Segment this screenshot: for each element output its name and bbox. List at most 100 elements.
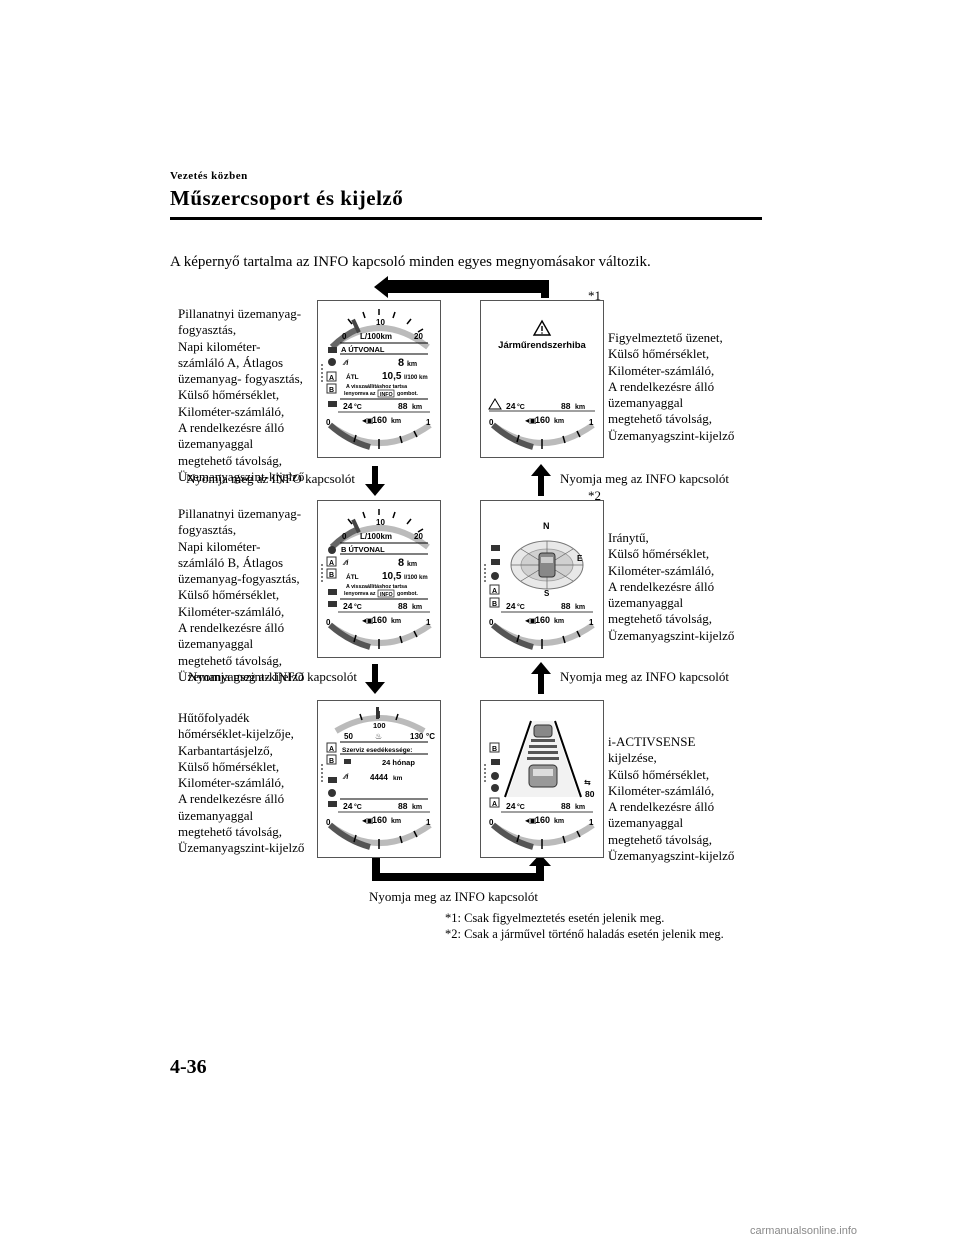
fuel-ticks [516, 630, 581, 649]
footnote-mark-1: *1 [588, 288, 601, 303]
badge-b: B [329, 572, 334, 579]
fuel-ticks [353, 430, 418, 449]
outside-temp: 24 [343, 801, 353, 811]
trip-unit: km [407, 361, 417, 368]
dots-indicator [484, 764, 486, 782]
fuel-gauge-empty: 0 [326, 418, 331, 427]
section-label: Vezetés közben [170, 170, 248, 182]
fuel-pump-icon: ◂▣ [362, 616, 374, 625]
avg-value: 10,5 [382, 371, 402, 382]
badge-b: B [329, 387, 334, 394]
distance-bars [527, 739, 559, 760]
outside-temp: 24 [343, 401, 353, 411]
badge-a: A [329, 375, 334, 382]
trip-icon: ⁄⁄i [342, 560, 349, 567]
press-label-up-2: Nyomja meg az INFO kapcsolót [560, 669, 729, 684]
arrow-top-loop [374, 276, 549, 298]
side-icons [326, 347, 337, 407]
watermark: carmanualsonline.info [750, 1225, 858, 1237]
fuel-gauge-empty: 0 [489, 418, 494, 427]
car-icon [538, 552, 556, 578]
compass-north: N [543, 521, 550, 531]
calendar-icon [344, 759, 351, 764]
fuel-ticks [353, 830, 418, 849]
temp-unit: °C [354, 403, 362, 411]
fuel-gauge-full: 1 [589, 618, 594, 627]
reset-hint-1: A visszaállításhoz tartsa [346, 584, 407, 590]
range-unit: km [391, 818, 401, 825]
compass-dial [510, 540, 584, 590]
range-unit: km [554, 618, 564, 625]
avg-unit: l/100 km [404, 375, 428, 381]
trip-title: B ÚTVONAL [341, 545, 385, 554]
badge-b: B [492, 746, 497, 753]
temp-unit: °C [354, 603, 362, 611]
fuel-ticks [353, 630, 418, 649]
badge-a: A [492, 588, 497, 595]
scale-unit: L/100km [360, 532, 392, 541]
badge-b: B [492, 601, 497, 608]
range-unit: km [391, 618, 401, 625]
fuel-gauge-full: 1 [426, 818, 431, 827]
scale-unit: L/100km [360, 332, 392, 341]
description-fuel-a: Pillanatnyi üzemanyag- fogyasztás, Napi … [178, 306, 305, 484]
odometer-unit: km [412, 604, 422, 611]
dots-indicator [484, 564, 486, 582]
fuel-gauge-full: 1 [426, 418, 431, 427]
page-title: Műszercsoport és kijelző [170, 186, 404, 210]
odometer: 88 [561, 601, 571, 611]
fuel-gauge-full: 1 [426, 618, 431, 627]
outside-temp: 24 [506, 401, 516, 411]
description-coolant: Hűtőfolyadék hőmérséklet-kijelzője, Karb… [178, 710, 305, 856]
screen-warning: Járműrendszerhiba 24 °C 88 km 0 1 ◂▣ 160… [480, 300, 604, 458]
coolant-icon: ♨ [375, 732, 382, 741]
service-km-unit: km [393, 775, 403, 782]
trip-value: 8 [398, 557, 404, 569]
scale-max: 20 [414, 532, 423, 541]
press-label-down-2: Nyomja meg az INFO kapcsolót [188, 669, 357, 684]
arrow-up-1 [531, 464, 551, 496]
odometer-unit: km [412, 404, 422, 411]
dots-indicator [321, 364, 323, 382]
distance-icon: ⁄⁄i [342, 774, 349, 781]
outside-temp: 24 [506, 601, 516, 611]
side-icons [489, 742, 500, 808]
fuel-gauge-full: 1 [589, 418, 594, 427]
range-value: 160 [372, 415, 387, 425]
reset-hint-2b: gombot. [397, 391, 418, 397]
fuel-gauge-empty: 0 [326, 618, 331, 627]
odometer: 88 [398, 601, 408, 611]
temp-unit: °C [517, 803, 525, 811]
trip-icon: ⁄⁄i [342, 360, 349, 367]
warning-message: Járműrendszerhiba [498, 340, 586, 351]
scale-min: 50 [344, 732, 353, 741]
arrow-bottom-loop [372, 854, 551, 881]
compass-east: E [577, 554, 583, 563]
odometer: 88 [561, 801, 571, 811]
fuel-pump-icon: ◂▣ [525, 816, 537, 825]
screen-activsense: B A ⇆ 80 24 °C 88 km 0 1 ◂▣ 160 km [480, 700, 604, 858]
avg-prefix: ÁTL [346, 372, 359, 381]
service-months: 24 hónap [382, 758, 415, 767]
range-value: 160 [535, 415, 550, 425]
fuel-ticks [516, 830, 581, 849]
outside-temp: 24 [343, 601, 353, 611]
avg-unit: l/100 km [404, 575, 428, 581]
badge-b: B [329, 758, 334, 765]
trip-unit: km [407, 561, 417, 568]
range-value: 160 [535, 615, 550, 625]
fuel-ticks [516, 430, 581, 449]
screen-fuel-trip-b: 10 0 L/100km 20 A B B ÚTVONAL ⁄⁄i 8 km Á… [317, 500, 441, 658]
fuel-gauge-empty: 0 [489, 618, 494, 627]
odometer-unit: km [575, 804, 585, 811]
fuel-gauge-full: 1 [589, 818, 594, 827]
description-fuel-b: Pillanatnyi üzemanyag- fogyasztás, Napi … [178, 506, 305, 684]
scale-unit: °C [426, 732, 435, 741]
reset-hint-2a: lenyomva az [344, 391, 376, 397]
service-title: Szerviz esedékessége: [342, 747, 412, 754]
press-label-down-1: Nyomja meg az INFO kapcsolót [186, 471, 355, 486]
arrow-down-1 [365, 466, 385, 496]
note-2: *2: Csak a járművel történő haladás eset… [445, 927, 724, 941]
scale-mid: 10 [376, 518, 385, 527]
reset-info-key: INFO [380, 392, 393, 398]
